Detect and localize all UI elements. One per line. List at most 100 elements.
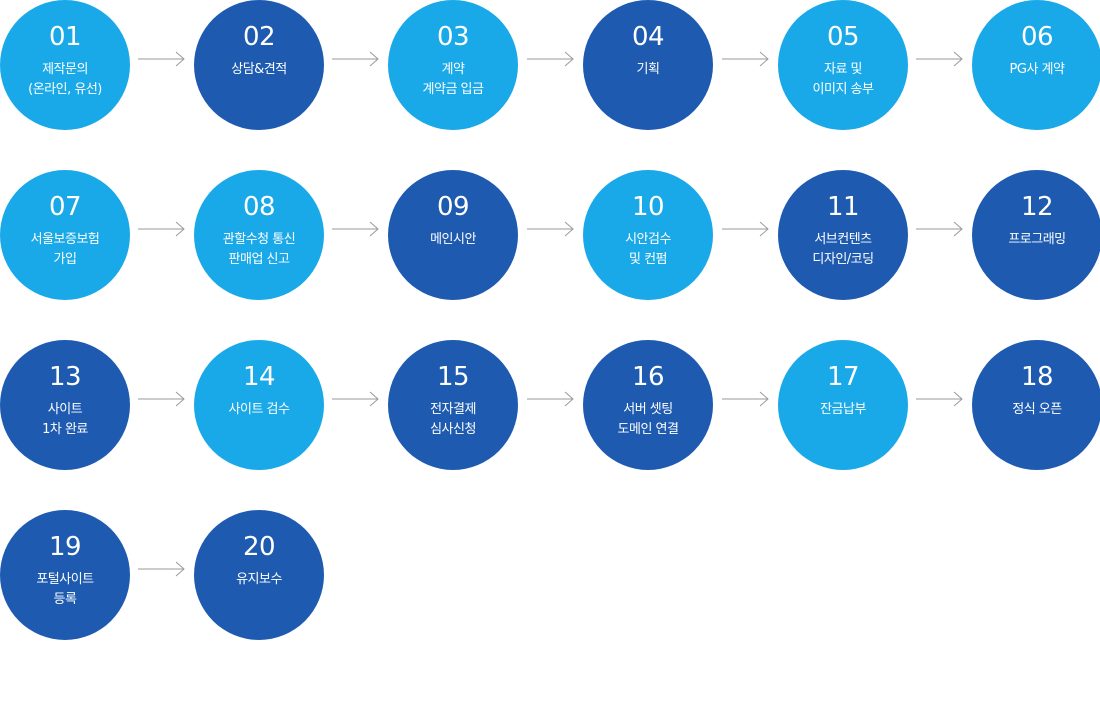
- step-label-line: 사이트: [47, 402, 83, 417]
- step-label-line: 가입: [53, 252, 77, 267]
- step-label: 정식 오픈: [978, 400, 1096, 420]
- step-number: 05: [826, 22, 860, 52]
- step-label-line: 서울보증보험: [30, 232, 100, 247]
- step-label: 프로그래밍: [978, 230, 1096, 250]
- step-label-line: 메인시안: [430, 232, 476, 247]
- arrow-right-icon: [527, 51, 575, 67]
- step-number: 08: [242, 192, 276, 222]
- step-label-line: 잔금납부: [820, 402, 866, 417]
- step-number: 14: [242, 362, 276, 392]
- step-18: 18 정식 오픈: [972, 340, 1100, 470]
- arrow-right-icon: [722, 51, 770, 67]
- arrow-right-icon: [138, 221, 186, 237]
- step-number: 07: [48, 192, 82, 222]
- step-label-line: 시안검수: [625, 232, 671, 247]
- arrow-right-icon: [527, 221, 575, 237]
- step-04: 04 기획: [583, 0, 713, 130]
- step-02: 02 상담&견적: [194, 0, 324, 130]
- step-label-line: 판매업 신고: [228, 252, 290, 267]
- step-label-line: 서브컨텐츠: [814, 232, 872, 247]
- arrow-right-icon: [332, 51, 380, 67]
- step-label: 상담&견적: [200, 60, 318, 80]
- step-label-line: 서버 셋팅: [623, 402, 673, 417]
- step-number: 16: [631, 362, 665, 392]
- step-label-line: 심사신청: [430, 422, 476, 437]
- step-label-line: 유지보수: [236, 572, 282, 587]
- step-label: PG사 계약: [978, 60, 1096, 80]
- arrow-right-icon: [332, 391, 380, 407]
- step-20: 20 유지보수: [194, 510, 324, 640]
- step-number: 03: [436, 22, 470, 52]
- step-label: 메인시안: [394, 230, 512, 250]
- step-label-line: 디자인/코딩: [812, 252, 874, 267]
- step-label: 잔금납부: [784, 400, 902, 420]
- arrow-right-icon: [722, 391, 770, 407]
- arrow-right-icon: [332, 221, 380, 237]
- arrow-right-icon: [138, 391, 186, 407]
- step-number: 17: [826, 362, 860, 392]
- step-label-line: 1차 완료: [42, 422, 88, 437]
- arrow-right-icon: [722, 221, 770, 237]
- step-label-line: 상담&견적: [231, 62, 287, 77]
- step-number: 10: [631, 192, 665, 222]
- step-number: 18: [1020, 362, 1054, 392]
- step-label-line: 포털사이트: [36, 572, 94, 587]
- step-label-line: 도메인 연결: [617, 422, 679, 437]
- step-number: 11: [826, 192, 860, 222]
- step-09: 09 메인시안: [388, 170, 518, 300]
- step-number: 06: [1020, 22, 1054, 52]
- step-number: 19: [48, 532, 82, 562]
- step-label-line: 프로그래밍: [1008, 232, 1066, 247]
- step-label-line: PG사 계약: [1009, 62, 1065, 77]
- step-14: 14 사이트 검수: [194, 340, 324, 470]
- arrow-right-icon: [916, 221, 964, 237]
- step-number: 02: [242, 22, 276, 52]
- step-label-line: 기획: [636, 62, 660, 77]
- step-label-line: 정식 오픈: [1012, 402, 1062, 417]
- step-number: 09: [436, 192, 470, 222]
- step-label: 유지보수: [200, 570, 318, 590]
- step-label-line: 사이트 검수: [228, 402, 290, 417]
- step-label-line: 등록: [53, 592, 77, 607]
- step-label-line: 제작문의: [42, 62, 88, 77]
- step-number: 04: [631, 22, 665, 52]
- arrow-right-icon: [138, 51, 186, 67]
- step-label-line: 계약금 입금: [422, 82, 484, 97]
- arrow-right-icon: [527, 391, 575, 407]
- step-number: 01: [48, 22, 82, 52]
- step-label-line: 이미지 송부: [812, 82, 874, 97]
- step-number: 12: [1020, 192, 1054, 222]
- step-label: 기획: [589, 60, 707, 80]
- step-label: 사이트 검수: [200, 400, 318, 420]
- step-label-line: 관할수청 통신: [222, 232, 296, 247]
- arrow-right-icon: [916, 391, 964, 407]
- step-label-line: 및 컨펌: [628, 252, 668, 267]
- step-number: 15: [436, 362, 470, 392]
- step-label-line: 전자결제: [430, 402, 476, 417]
- step-number: 20: [242, 532, 276, 562]
- arrow-right-icon: [138, 561, 186, 577]
- step-label-line: (온라인, 유선): [28, 82, 102, 97]
- step-label: 제작문의 (온라인, 유선): [6, 60, 124, 100]
